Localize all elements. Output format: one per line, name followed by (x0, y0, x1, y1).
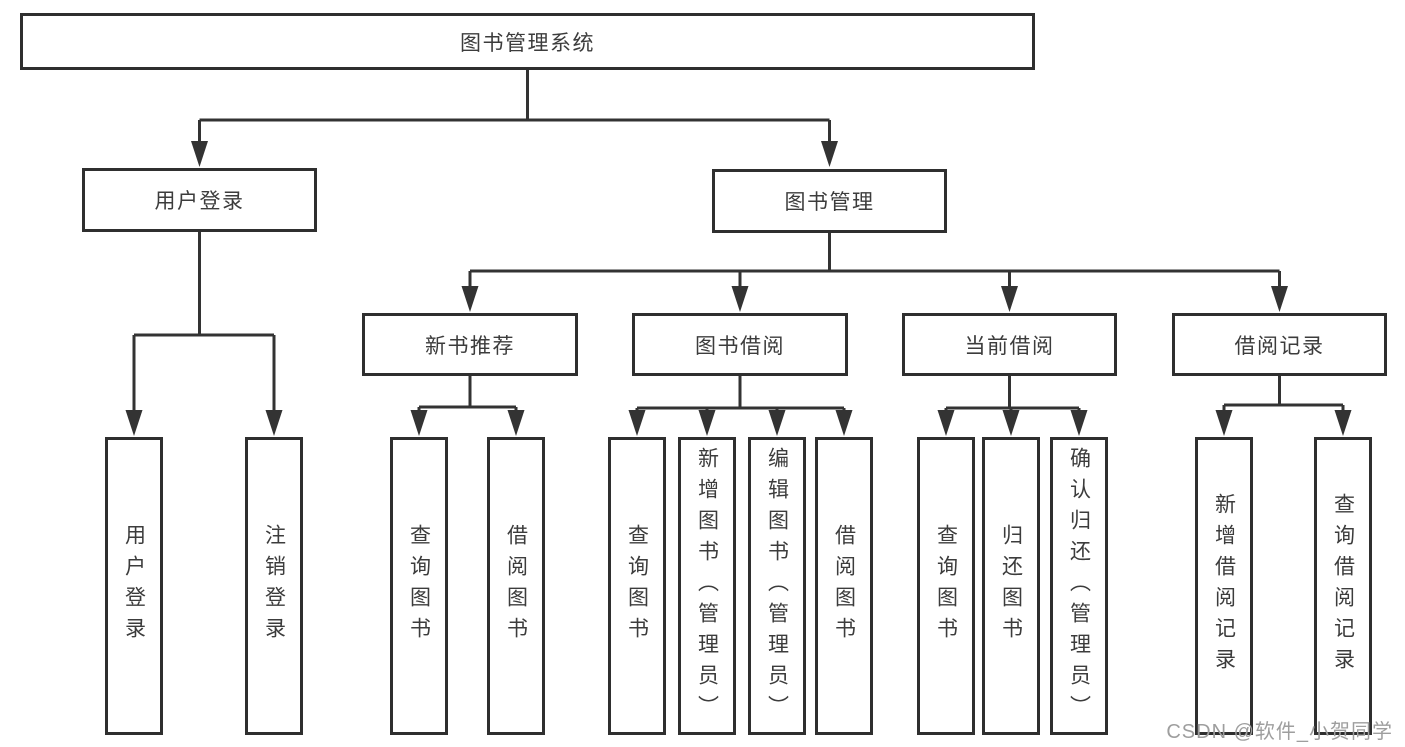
node-new-book-recommendation: 新书推荐 (362, 313, 578, 376)
leaf-confirm-return-admin: 确认归还（管理员） (1050, 437, 1108, 735)
leaf-add-book-admin-label: 新增图书（管理员） (695, 446, 719, 726)
leaf-borrow-books-borrowing: 借阅图书 (815, 437, 873, 735)
leaf-query-books-borrowing-label: 查询图书 (625, 524, 649, 648)
leaf-query-books-borrowing: 查询图书 (608, 437, 666, 735)
leaf-borrow-books-recommend-label: 借阅图书 (504, 524, 528, 648)
node-borrowing-records: 借阅记录 (1172, 313, 1387, 376)
leaf-logout-label: 注销登录 (262, 524, 286, 648)
leaf-query-borrow-record-label: 查询借阅记录 (1331, 493, 1355, 679)
leaf-user-login: 用户登录 (105, 437, 163, 735)
leaf-return-books: 归还图书 (982, 437, 1040, 735)
leaf-query-books-current-label: 查询图书 (934, 524, 958, 648)
node-current-borrowing: 当前借阅 (902, 313, 1117, 376)
leaf-borrow-books-borrowing-label: 借阅图书 (832, 524, 856, 648)
leaf-logout: 注销登录 (245, 437, 303, 735)
node-book-borrowing: 图书借阅 (632, 313, 848, 376)
leaf-return-books-label: 归还图书 (999, 524, 1023, 648)
leaf-add-borrow-record-label: 新增借阅记录 (1212, 493, 1236, 679)
node-user-login: 用户登录 (82, 168, 317, 232)
leaf-edit-book-admin: 编辑图书（管理员） (748, 437, 806, 735)
leaf-add-book-admin: 新增图书（管理员） (678, 437, 736, 735)
node-library-management-system: 图书管理系统 (20, 13, 1035, 70)
node-book-management: 图书管理 (712, 169, 947, 233)
leaf-user-login-label: 用户登录 (122, 524, 146, 648)
leaf-edit-book-admin-label: 编辑图书（管理员） (765, 446, 789, 726)
leaf-add-borrow-record: 新增借阅记录 (1195, 437, 1253, 735)
leaf-query-books-current: 查询图书 (917, 437, 975, 735)
leaf-query-books-recommend-label: 查询图书 (407, 524, 431, 648)
leaf-confirm-return-admin-label: 确认归还（管理员） (1067, 446, 1091, 726)
watermark: CSDN @软件_小贺同学 (1166, 721, 1393, 743)
leaf-query-borrow-record: 查询借阅记录 (1314, 437, 1372, 735)
leaf-query-books-recommend: 查询图书 (390, 437, 448, 735)
leaf-borrow-books-recommend: 借阅图书 (487, 437, 545, 735)
